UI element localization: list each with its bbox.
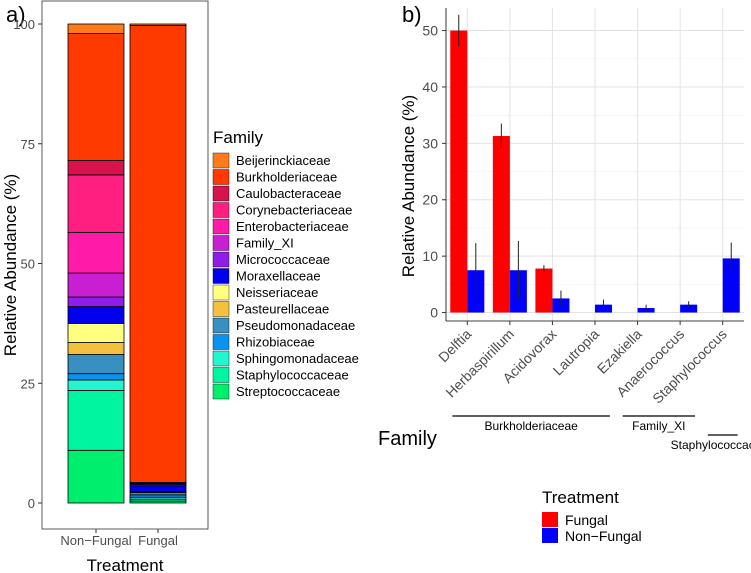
legend-swatch-streptococcaceae bbox=[212, 383, 230, 400]
bar-segment-fungal-beijerinckiaceae bbox=[129, 23, 187, 26]
legend-label-staphylococcaceae: Staphylococcaceae bbox=[236, 368, 349, 383]
legend-label-corynebacteriaceae: Corynebacteriaceae bbox=[236, 203, 352, 218]
bar-segment-non-fungal-micrococcaceae bbox=[67, 296, 125, 308]
category-label-delftia: Delftia bbox=[435, 326, 475, 366]
bar-segment-non-fungal-neisseriaceae bbox=[67, 322, 125, 343]
legend-label-pseudomonadaceae: Pseudomonadaceae bbox=[236, 318, 355, 333]
panel-a-bars bbox=[67, 23, 187, 504]
legend-swatch-burkholderiaceae bbox=[212, 169, 230, 185]
legend-label-fungal: Fungal bbox=[565, 512, 608, 528]
legend-swatch-family-xi bbox=[212, 235, 230, 251]
legend-label-pasteurellaceae: Pasteurellaceae bbox=[236, 302, 329, 317]
family-label-family-xi: Family_XI bbox=[632, 419, 685, 433]
legend-label-non-fungal: Non−Fungal bbox=[565, 528, 642, 544]
bar-segment-non-fungal-beijerinckiaceae bbox=[67, 23, 125, 34]
legend-label-caulobacteraceae: Caulobacteraceae bbox=[236, 186, 342, 201]
panel-a-x-axis-title: Treatment bbox=[87, 556, 164, 573]
panel-a-x-tick-label-fungal: Fungal bbox=[138, 533, 178, 548]
legend-swatch-staphylococcaceae bbox=[212, 367, 230, 383]
panel-b-ticks: 0 10 20 30 40 50 bbox=[422, 23, 724, 325]
panel-b-y-tick-label: 50 bbox=[422, 23, 438, 39]
legend-swatch-fungal bbox=[542, 512, 558, 527]
panel-b-bars bbox=[450, 14, 740, 313]
category-label-lautropia: Lautropia bbox=[550, 326, 603, 379]
bar-segment-non-fungal-sphingomonadaceae bbox=[67, 379, 125, 391]
panel-b-y-tick-label: 10 bbox=[422, 248, 438, 264]
legend-swatch-pasteurellaceae bbox=[212, 301, 230, 317]
bar-segment-non-fungal-burkholderiaceae bbox=[67, 33, 125, 161]
panel-b-y-tick-label: 30 bbox=[422, 135, 438, 151]
legend-label-family-xi: Family_XI bbox=[236, 236, 294, 251]
category-label-staphylococcus: Staphylococcus bbox=[649, 326, 730, 407]
legend-label-burkholderiaceae: Burkholderiaceae bbox=[236, 170, 337, 185]
panel-b-label: b) bbox=[402, 2, 422, 27]
panel-a-y-tick-label: 75 bbox=[21, 137, 35, 152]
panel-b-y-tick-label: 20 bbox=[422, 192, 438, 208]
panel-b-category-labels: DelftiaHerbaspirillumAcidovoraxLautropia… bbox=[435, 326, 730, 407]
legend-label-neisseriaceae: Neisseriaceae bbox=[236, 285, 318, 300]
panel-b-y-tick-label: 0 bbox=[430, 305, 438, 321]
legend-label-moraxellaceae: Moraxellaceae bbox=[236, 269, 321, 284]
panel-b-y-axis-title: Relative Abundance (%) bbox=[399, 95, 418, 277]
panel-a-label: a) bbox=[6, 2, 26, 27]
family-label-staphylococcaceae: Staphylococcaceae bbox=[671, 438, 751, 452]
legend-label-streptococcaceae: Streptococcaceae bbox=[236, 384, 340, 399]
panel-a-y-tick-label: 50 bbox=[21, 257, 35, 272]
legend-label-sphingomonadaceae: Sphingomonadaceae bbox=[236, 351, 359, 366]
legend-swatch-micrococcaceae bbox=[212, 251, 230, 268]
legend-swatch-pseudomonadaceae bbox=[212, 317, 230, 334]
legend-swatch-non-fungal bbox=[542, 528, 558, 543]
bar-segment-non-fungal-streptococcaceae bbox=[67, 449, 125, 504]
legend-swatch-neisseriaceae bbox=[212, 284, 230, 301]
panel-b-y-tick-label: 40 bbox=[422, 79, 438, 95]
bar-acidovorax-fungal bbox=[535, 268, 553, 313]
bar-segment-non-fungal-caulobacteraceae bbox=[67, 160, 125, 176]
bar-segment-non-fungal-rhizobiaceae bbox=[67, 373, 125, 381]
legend-swatch-enterobacteriaceae bbox=[212, 218, 230, 235]
panel-b-family-groups: Burkholderiaceae Family_XI Staphylococcace… bbox=[452, 415, 751, 452]
bar-segment-non-fungal-pseudomonadaceae bbox=[67, 354, 125, 375]
panel-a-y-tick-label: 100 bbox=[13, 17, 35, 32]
panel-a-y-axis-title: Relative Abundance (%) bbox=[1, 174, 20, 356]
panel-a-legend: BeijerinckiaceaeBurkholderiaceaeCaulobac… bbox=[212, 152, 359, 400]
bar-segment-fungal-moraxellaceae bbox=[129, 485, 187, 492]
panel-a-y-tick-label: 25 bbox=[21, 376, 35, 391]
legend-swatch-beijerinckiaceae bbox=[212, 152, 230, 169]
legend-swatch-rhizobiaceae bbox=[212, 334, 230, 350]
panel-a-x-tick-label-non-fungal: Non−Fungal bbox=[60, 533, 131, 548]
bar-segment-non-fungal-enterobacteriaceae bbox=[67, 231, 125, 274]
panel-a: a) Relative Abundance (%) Treatment 0 25 5… bbox=[1, 0, 359, 573]
bar-segment-non-fungal-pasteurellaceae bbox=[67, 342, 125, 355]
bar-delftia-fungal bbox=[450, 30, 468, 313]
legend-label-rhizobiaceae: Rhizobiaceae bbox=[236, 335, 315, 350]
panel-b-gridlines bbox=[445, 8, 744, 322]
legend-swatch-sphingomonadaceae bbox=[212, 350, 230, 367]
bar-staphylococcus-non-fungal bbox=[722, 258, 740, 313]
bar-anaerococcus-non-fungal bbox=[680, 304, 698, 313]
legend-swatch-moraxellaceae bbox=[212, 268, 230, 284]
panel-b: b) Relative Abundance (%) 0 10 20 30 40 50 De… bbox=[378, 2, 751, 544]
panel-b-family-axis-label: Family bbox=[378, 428, 437, 450]
bar-segment-fungal-burkholderiaceae bbox=[129, 25, 187, 483]
bar-segment-non-fungal-staphylococcaceae bbox=[67, 390, 125, 451]
panel-b-legend-title: Treatment bbox=[542, 488, 619, 507]
bar-segment-non-fungal-corynebacteriaceae bbox=[67, 174, 125, 233]
family-label-burkholderiaceae: Burkholderiaceae bbox=[484, 419, 578, 433]
legend-swatch-caulobacteraceae bbox=[212, 185, 230, 202]
panel-a-legend-title: Family bbox=[213, 128, 264, 147]
panel-a-y-tick-label: 0 bbox=[28, 496, 35, 511]
legend-label-beijerinckiaceae: Beijerinckiaceae bbox=[236, 153, 331, 168]
bar-segment-non-fungal-moraxellaceae bbox=[67, 306, 125, 324]
legend-swatch-corynebacteriaceae bbox=[212, 202, 230, 218]
legend-label-enterobacteriaceae: Enterobacteriaceae bbox=[236, 219, 349, 234]
bar-segment-non-fungal-family-xi bbox=[67, 272, 125, 298]
legend-label-micrococcaceae: Micrococcaceae bbox=[236, 252, 330, 267]
bar-herbaspirillum-fungal bbox=[492, 136, 510, 313]
